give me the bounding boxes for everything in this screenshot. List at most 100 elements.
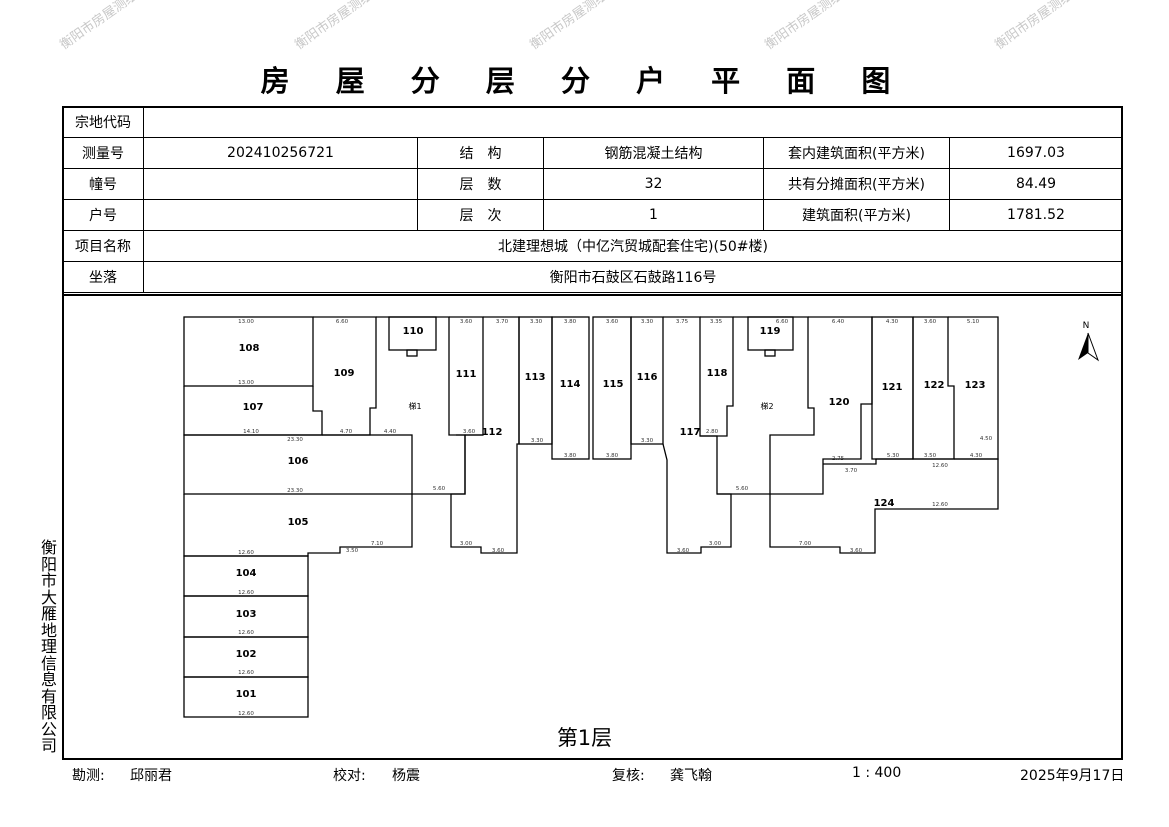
room-label: 106 <box>288 456 309 467</box>
company-name: 衡阳市大雁地理信息有限公司 <box>40 538 57 755</box>
label-celiang: 测量号 <box>62 137 144 169</box>
floor-caption: 第1层 <box>556 726 613 750</box>
value-cengshu: 32 <box>543 168 764 200</box>
room-label: 108 <box>239 343 260 354</box>
label-zhuang: 幢号 <box>62 168 144 200</box>
dimension-label: 13.00 <box>238 380 254 386</box>
dimension-label: 6.40 <box>832 319 845 325</box>
room-label: 123 <box>965 380 986 391</box>
dimension-label: 3.50 <box>924 453 937 459</box>
dimension-label: 2.75 <box>832 456 845 462</box>
dimension-label: 3.60 <box>677 548 690 554</box>
dimension-label: 3.00 <box>460 541 473 547</box>
jiaodui-label: 校对: <box>333 768 366 784</box>
value-zuoluo: 衡阳市石鼓区石鼓路116号 <box>143 261 1123 293</box>
dimension-label: 12.60 <box>932 463 948 469</box>
label-jianzhu: 建筑面积(平方米) <box>763 199 950 231</box>
dimension-label: 12.60 <box>238 550 254 556</box>
fuhe-label: 复核: <box>612 768 645 784</box>
dimension-label: 13.00 <box>238 319 254 325</box>
dimension-label: 23.30 <box>287 437 303 443</box>
room-label: 103 <box>236 609 257 620</box>
dimension-label: 14.10 <box>243 429 259 435</box>
room-label: 104 <box>236 568 257 579</box>
dimension-label: 4.50 <box>980 436 993 442</box>
value-xiangmu: 北建理想城（中亿汽贸城配套住宅)(50#楼) <box>143 230 1123 262</box>
dimension-label: 3.80 <box>564 453 577 459</box>
dimension-label: 3.80 <box>606 453 619 459</box>
dimension-label: 12.60 <box>238 590 254 596</box>
room-label: 114 <box>560 379 581 390</box>
dimension-label: 3.30 <box>531 438 544 444</box>
dimension-label: 3.60 <box>463 429 476 435</box>
dimension-label: 3.60 <box>460 319 473 325</box>
dimension-label: 3.30 <box>641 319 654 325</box>
kance-label: 勘测: <box>72 768 105 784</box>
north-arrow: N <box>1078 321 1100 362</box>
dimension-label: 12.60 <box>932 502 948 508</box>
room-label: 116 <box>637 372 658 383</box>
dimension-label: 12.60 <box>238 711 254 717</box>
dimension-label: 3.50 <box>346 548 359 554</box>
dimension-label: 3.60 <box>606 319 619 325</box>
room-label: 122 <box>924 380 945 391</box>
date: 2025年9月17日 <box>1020 768 1125 784</box>
stair-label: 梯2 <box>760 401 773 411</box>
dimension-label: 5.60 <box>736 486 749 492</box>
label-xiangmu: 项目名称 <box>62 230 144 262</box>
room-label: 107 <box>243 402 264 413</box>
room-label: 119 <box>760 326 781 337</box>
dimension-label: 5.60 <box>433 486 446 492</box>
kance-value: 邱丽君 <box>130 768 172 784</box>
room-label: 121 <box>882 382 903 393</box>
dimension-label: 3.60 <box>492 548 505 554</box>
room-label: 124 <box>874 498 895 509</box>
dimension-label: 5.10 <box>967 319 980 325</box>
room-label: 117 <box>680 427 701 438</box>
plan-walls <box>183 316 999 718</box>
value-gongyou: 84.49 <box>949 168 1123 200</box>
dimension-label: 12.60 <box>238 670 254 676</box>
label-hu: 户号 <box>62 199 144 231</box>
dimension-label: 7.00 <box>799 541 812 547</box>
dimension-label: 3.75 <box>676 319 689 325</box>
label-jiegou: 结 构 <box>417 137 544 169</box>
room-label: 102 <box>236 649 257 660</box>
dimension-label: 7.10 <box>371 541 384 547</box>
fuhe-value: 龚飞翰 <box>670 768 712 784</box>
page-title: 房 屋 分 层 分 户 平 面 图 <box>260 64 909 98</box>
room-label: 120 <box>829 397 850 408</box>
dimension-label: 4.70 <box>340 429 353 435</box>
dimension-label: 4.40 <box>384 429 397 435</box>
dimension-label: 3.30 <box>641 438 654 444</box>
room-label: 115 <box>603 379 624 390</box>
stair-label: 梯1 <box>408 401 421 411</box>
room-label: 105 <box>288 517 309 528</box>
north-label: N <box>1083 321 1090 331</box>
dimension-label: 3.60 <box>924 319 937 325</box>
room-label: 112 <box>482 427 503 438</box>
dimension-label: 4.30 <box>970 453 983 459</box>
scale: 1 : 400 <box>852 765 902 781</box>
dimension-label: 3.30 <box>530 319 543 325</box>
label-taonei: 套内建筑面积(平方米) <box>763 137 950 169</box>
dimension-label: 23.30 <box>287 488 303 494</box>
room-label: 111 <box>456 369 477 380</box>
dimension-label: 6.60 <box>776 319 789 325</box>
room-label: 118 <box>707 368 728 379</box>
label-gongyou: 共有分摊面积(平方米) <box>763 168 950 200</box>
dimension-label: 5.30 <box>887 453 900 459</box>
dimension-label: 3.00 <box>709 541 722 547</box>
room-label: 109 <box>334 368 355 379</box>
dimension-label: 6.60 <box>336 319 349 325</box>
value-taonei: 1697.03 <box>949 137 1123 169</box>
room-label: 110 <box>403 326 424 337</box>
dimension-label: 3.60 <box>850 548 863 554</box>
label-zuoluo: 坐落 <box>62 261 144 293</box>
dimension-label: 4.30 <box>886 319 899 325</box>
dimension-label: 3.70 <box>496 319 509 325</box>
jiaodui-value: 杨震 <box>392 768 420 784</box>
